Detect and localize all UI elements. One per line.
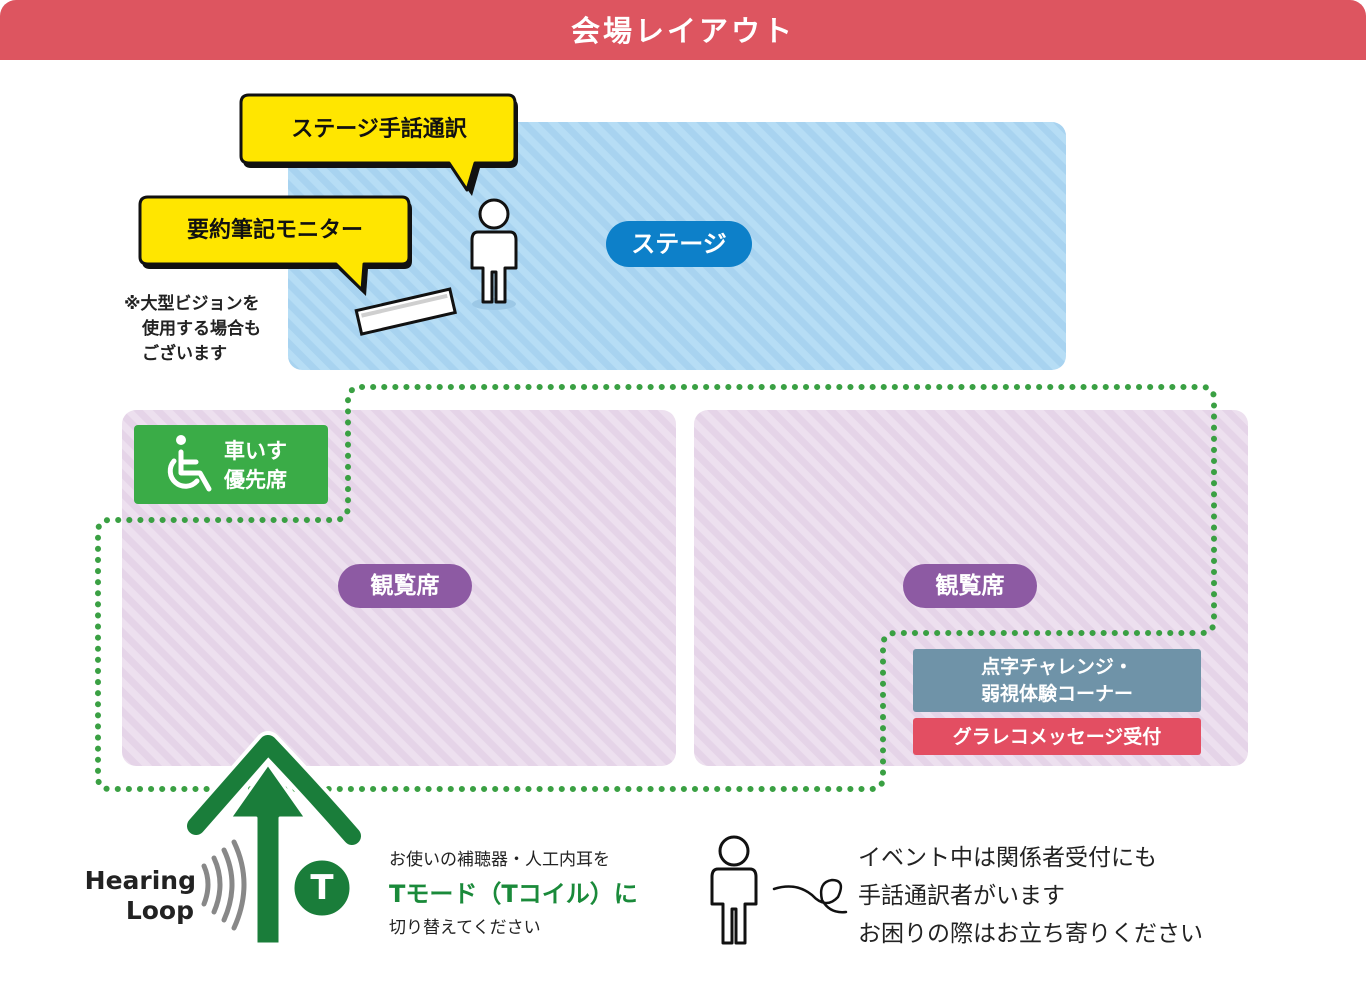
hearing-loop-boundary (95, 384, 1217, 792)
sign-language-callout: ステージ手話通訳 (291, 117, 467, 142)
grarec-reception-box (913, 718, 1201, 755)
header-bar (0, 0, 1366, 60)
captioning-monitor (354, 287, 457, 336)
seating-label-right: 観覧席 (903, 564, 1037, 608)
info-line-3: お困りの際はお立ち寄りください (858, 921, 1203, 947)
page-title: 会場レイアウト (570, 14, 795, 48)
staff-figure (710, 835, 758, 945)
captioning-monitor-callout: 要約筆記モニター (186, 218, 363, 243)
loop-word: Loop (125, 896, 194, 925)
instruction-line-2: Tモード（Tコイル）に (389, 880, 638, 908)
captioning-bubble (138, 195, 412, 296)
braille-corner-box (913, 649, 1201, 712)
wheelchair-line-1: 車いす (224, 439, 287, 463)
t-mode-letter: T (310, 868, 334, 908)
staff-info: イベント中は関係者受付にも 手話通訳者がいます お困りの際はお立ち寄りください (858, 839, 1258, 953)
t-mode-icon (291, 857, 353, 919)
hearing-loop-logo (183, 731, 365, 946)
wheelchair-label: 車いす 優先席 (224, 437, 287, 495)
instruction-line-3: 切り替えてください (389, 918, 541, 938)
braille-corner-label: 点字チャレンジ・ 弱視体験コーナー (913, 654, 1201, 708)
stage-label: ステージ (606, 221, 752, 267)
info-line-1: イベント中は関係者受付にも (858, 845, 1157, 871)
grarec-reception-label: グラレコメッセージ受付 (952, 726, 1162, 748)
instruction-line-1: お使いの補聴器・人工内耳を (389, 850, 610, 870)
info-line-2: 手話通訳者がいます (858, 883, 1065, 909)
large-vision-note: ※大型ビジョンを 使用する場合も ございます (124, 292, 294, 367)
speech-squiggle (772, 878, 848, 914)
braille-line-1: 点字チャレンジ・ (981, 656, 1133, 678)
seating-label-left: 観覧席 (338, 564, 472, 608)
note-line-1: ※大型ビジョンを (124, 294, 260, 314)
wheelchair-icon (167, 435, 212, 492)
note-line-3: ございます (142, 344, 227, 364)
note-line-2: 使用する場合も (142, 319, 261, 339)
hearing-loop-wordmark: Hearing Loop (70, 866, 196, 926)
hearing-word: Hearing (84, 866, 196, 895)
interpreter-figure (470, 198, 518, 310)
hearing-loop-instructions: お使いの補聴器・人工内耳を Tモード（Tコイル）に 切り替えてください (389, 846, 689, 942)
sign-language-bubble (239, 93, 518, 196)
wheelchair-line-2: 優先席 (224, 468, 287, 492)
braille-line-2: 弱視体験コーナー (980, 683, 1133, 705)
